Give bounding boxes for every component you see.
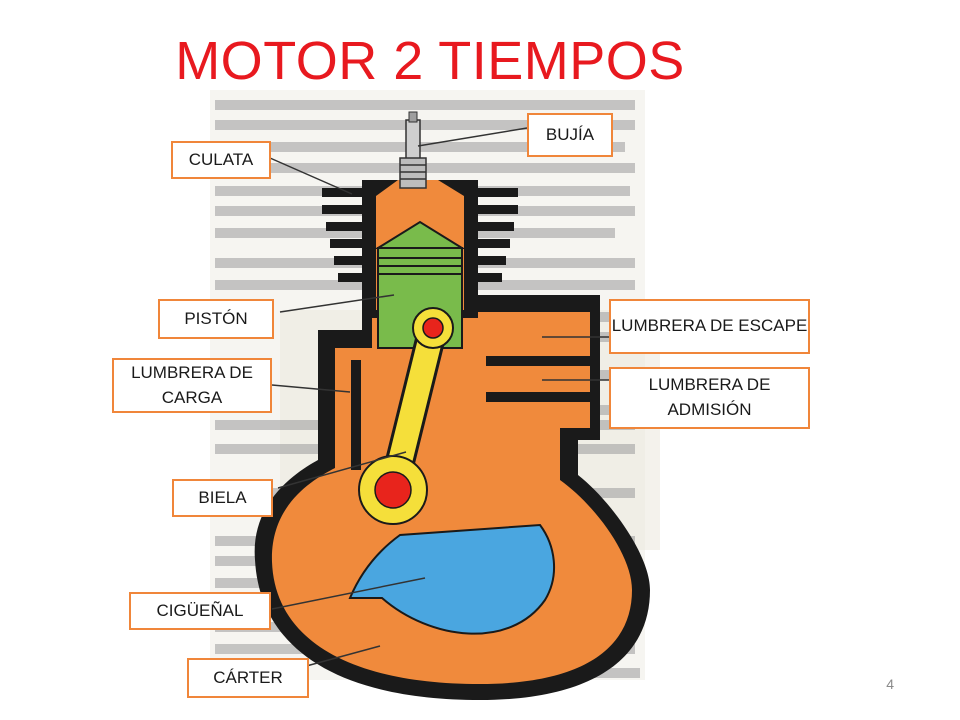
label-carter: CÁRTER [187, 658, 309, 698]
page-title: MOTOR 2 TIEMPOS [175, 31, 685, 91]
spark-plug [399, 111, 427, 189]
label-lumbrera-carga: LUMBRERA DE CARGA [112, 358, 272, 413]
label-lumbrera-escape: LUMBRERA DE ESCAPE [609, 299, 810, 354]
connecting-rod [358, 307, 454, 525]
label-biela: BIELA [172, 479, 273, 517]
leader-lines [269, 127, 609, 672]
label-culata: CULATA [171, 141, 271, 179]
label-bujia: BUJÍA [527, 113, 613, 157]
crankshaft-counterweight [348, 523, 556, 635]
label-ciguenal: CIGÜEÑAL [129, 592, 271, 630]
label-piston: PISTÓN [158, 299, 274, 339]
page-number: 4 [886, 676, 894, 692]
exhaust-port-separator [486, 356, 590, 366]
label-lumbrera-admision: LUMBRERA DE ADMISIÓN [609, 367, 810, 429]
intake-port-separator [486, 392, 590, 402]
crank-pin [374, 471, 412, 509]
